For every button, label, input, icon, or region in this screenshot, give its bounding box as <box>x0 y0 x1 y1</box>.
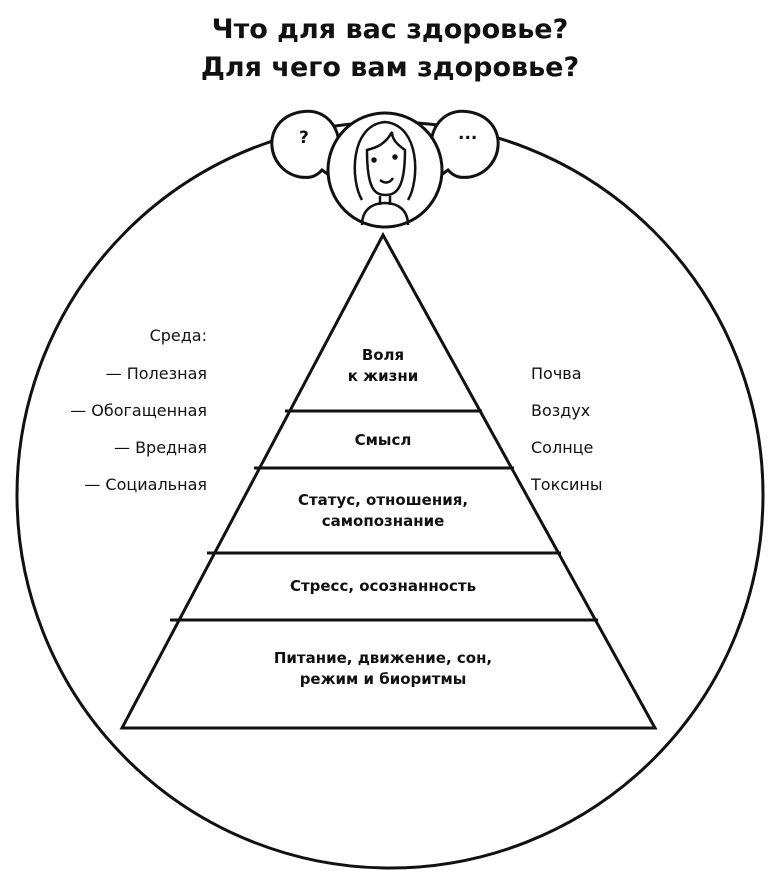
level-text: Питание, движение, сон, <box>273 649 493 667</box>
ellipsis: ... <box>458 124 478 144</box>
factor-item: Солнце <box>531 438 594 457</box>
level-text: Статус, отношения, <box>297 491 469 509</box>
question-mark: ? <box>299 128 309 148</box>
pyramid-level-status: Статус, отношения, самопознание <box>233 490 533 532</box>
factor-item: Воздух <box>531 401 591 420</box>
pyramid-level-stress: Стресс, осознанность <box>233 576 533 597</box>
environment-item: — Вредная <box>113 438 207 457</box>
question-bubble <box>270 109 341 181</box>
environment-item: — Полезная <box>105 364 207 383</box>
avatar-icon <box>353 120 417 226</box>
level-text: Стресс, осознанность <box>289 577 477 595</box>
ellipsis-bubble <box>429 109 500 181</box>
level-text: Смысл <box>354 431 412 449</box>
factor-item: Токсины <box>531 475 603 494</box>
level-text: самопознание <box>321 512 445 530</box>
title-line-2: Для чего вам здоровье? <box>200 52 580 83</box>
level-text: к жизни <box>347 367 419 385</box>
environment-item: — Социальная <box>84 475 207 494</box>
level-text: режим и биоритмы <box>299 670 467 688</box>
pyramid <box>119 231 658 730</box>
environment-heading: Среда: <box>149 326 207 345</box>
factor-item: Почва <box>531 364 582 383</box>
level-text: Воля <box>361 346 405 364</box>
pyramid-level-will: Воля к жизни <box>233 345 533 387</box>
avatar-circle <box>326 111 444 229</box>
pyramid-level-meaning: Смысл <box>233 430 533 451</box>
environment-item: — Обогащенная <box>70 401 207 420</box>
pyramid-level-basics: Питание, движение, сон, режим и биоритмы <box>233 648 533 690</box>
title-line-1: Что для вас здоровье? <box>211 14 569 45</box>
